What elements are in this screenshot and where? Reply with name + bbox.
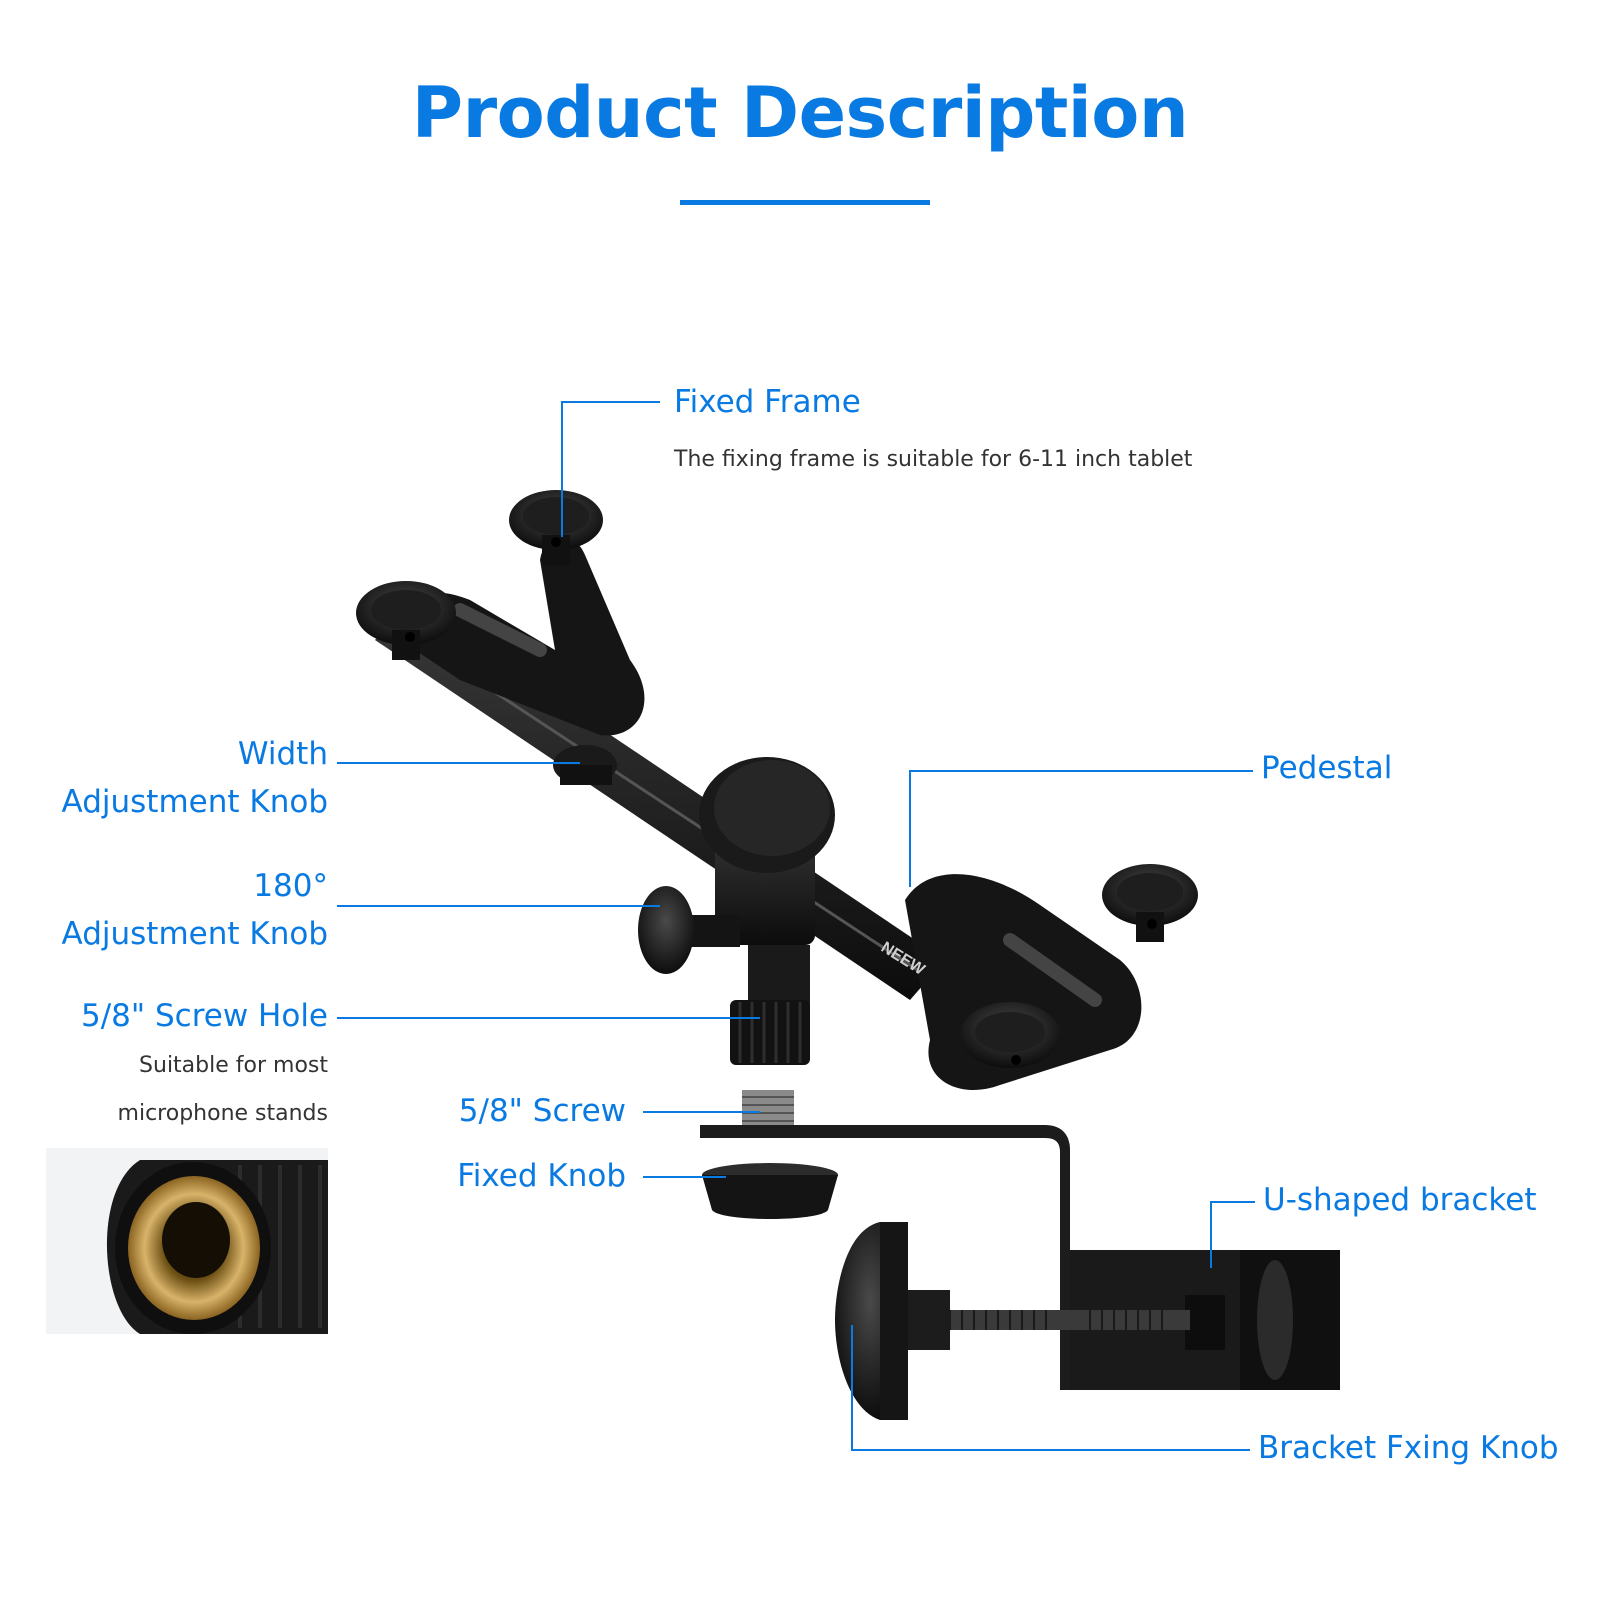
pedestal-hub bbox=[699, 757, 835, 1005]
label-width-knob-line2: Adjustment Knob bbox=[61, 784, 328, 821]
suction-cup-3 bbox=[1102, 864, 1198, 942]
suction-cup-4 bbox=[960, 1002, 1060, 1068]
note-screw-hole-line1: Suitable for most bbox=[139, 1053, 328, 1078]
leader-lines bbox=[337, 401, 1255, 1451]
screw-hole-closeup bbox=[46, 1148, 328, 1334]
threaded-rod bbox=[900, 1290, 1190, 1350]
rotation-knob bbox=[638, 886, 740, 974]
fixed-knob-part bbox=[702, 1163, 838, 1219]
note-screw-hole-line2: microphone stands bbox=[117, 1101, 328, 1127]
screw-part bbox=[742, 1090, 794, 1128]
label-pedestal: Pedestal bbox=[1261, 750, 1393, 786]
label-width-knob-line1: Width bbox=[237, 736, 328, 772]
label-fixed-frame: Fixed Frame bbox=[674, 384, 861, 420]
suction-cup-2 bbox=[356, 581, 456, 660]
label-rotation-knob-line2: Adjustment Knob bbox=[61, 916, 328, 953]
fixed-frame-upper bbox=[394, 536, 645, 736]
label-u-bracket: U-shaped bracket bbox=[1263, 1182, 1537, 1218]
note-screw-hole: Suitable for most microphone stands bbox=[118, 1042, 328, 1139]
label-bracket-knob: Bracket Fxing Knob bbox=[1258, 1430, 1559, 1466]
page-title: Product Description bbox=[411, 72, 1189, 154]
suction-cup-1 bbox=[509, 490, 603, 565]
label-screw-hole: 5/8" Screw Hole bbox=[80, 998, 328, 1034]
bracket-knob-part bbox=[835, 1222, 908, 1420]
note-fixed-frame: The fixing frame is suitable for 6-11 in… bbox=[674, 447, 1193, 472]
width-knob bbox=[553, 745, 617, 785]
screw-hole-barrel bbox=[730, 1000, 810, 1065]
label-screw: 5/8" Screw bbox=[458, 1093, 626, 1129]
title-underline bbox=[680, 200, 930, 205]
label-fixed-knob: Fixed Knob bbox=[457, 1158, 626, 1194]
label-rotation-knob: 180° Adjustment Knob bbox=[62, 862, 328, 958]
label-rotation-knob-line1: 180° bbox=[253, 868, 328, 904]
label-width-knob: Width Adjustment Knob bbox=[62, 730, 328, 826]
